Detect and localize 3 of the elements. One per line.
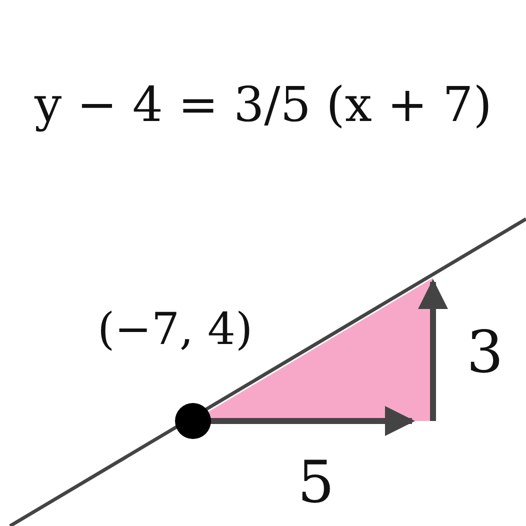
point-label: (−7, 4) <box>98 308 253 352</box>
rise-label: 3 <box>466 323 504 381</box>
run-label: 5 <box>298 453 334 511</box>
